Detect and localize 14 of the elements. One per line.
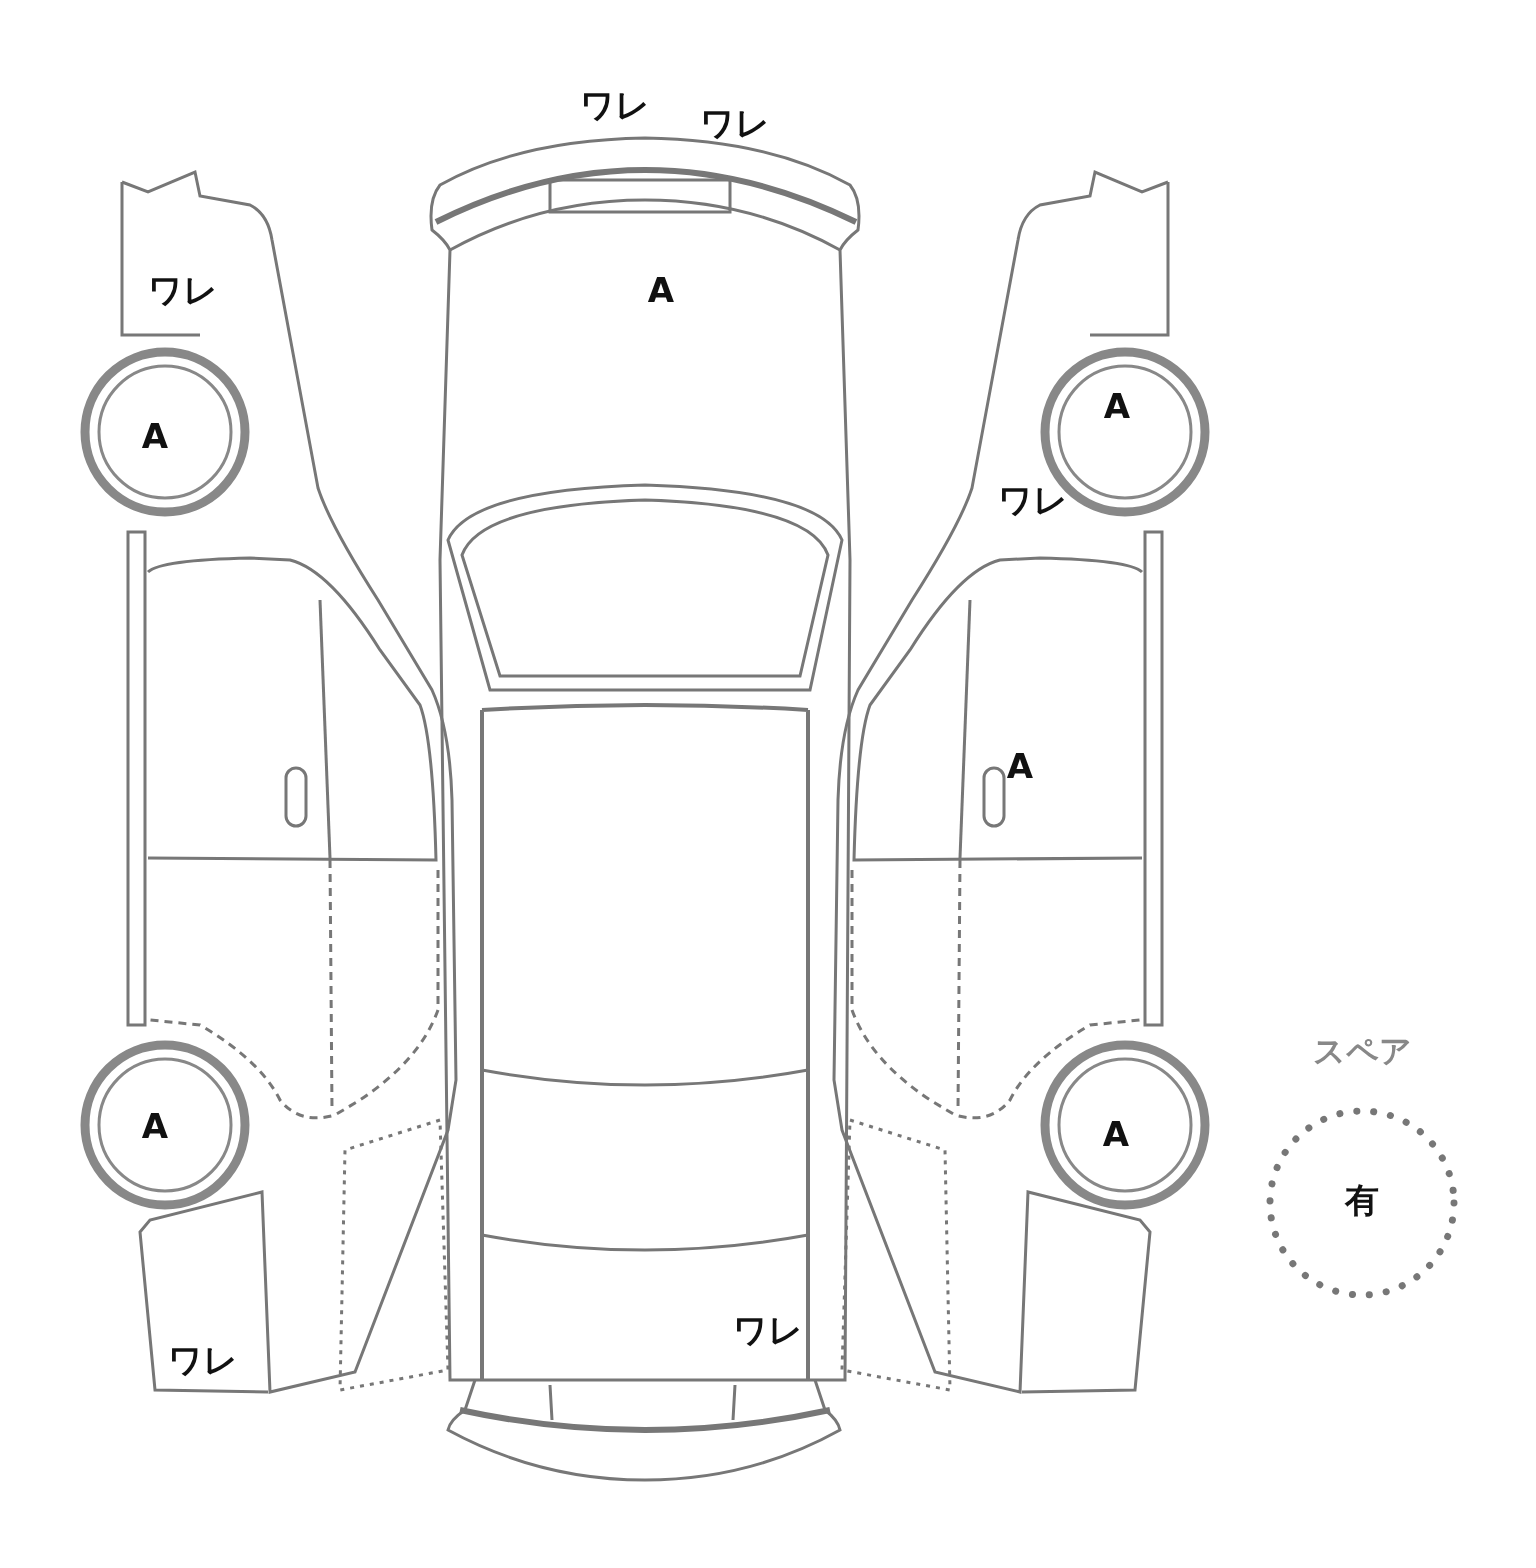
damage-code: ワレ [998,483,1068,517]
damage-code: A [647,273,675,307]
spare-heading: スペア [1312,1035,1412,1067]
damage-code: ワレ [148,273,218,307]
damage-code: A [1102,1117,1130,1151]
damage-code: ワレ [580,88,650,122]
damage-code: A [141,1109,169,1143]
damage-code: ワレ [168,1343,238,1377]
damage-code: A [1103,389,1131,423]
damage-code: ワレ [700,106,770,140]
damage-code: A [141,419,169,453]
damage-code: A [1006,749,1034,783]
damage-code: ワレ [733,1313,803,1347]
spare-status: 有 [1345,1183,1379,1217]
